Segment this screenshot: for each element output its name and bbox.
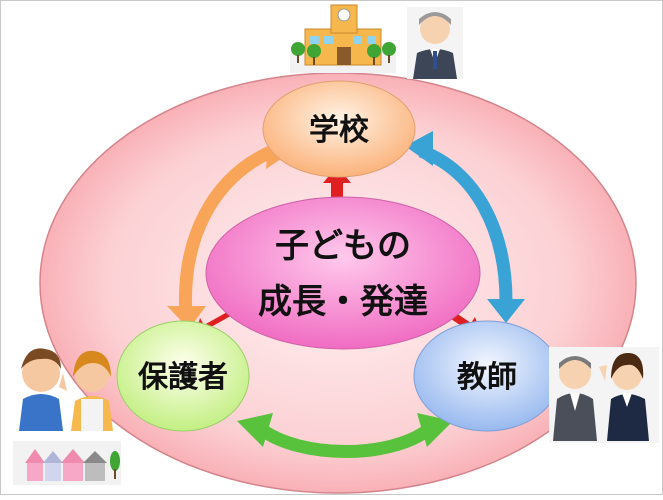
arrow-school-teachers <box>405 131 525 323</box>
parents-label: 保護者 <box>138 360 228 395</box>
child-node <box>205 196 481 350</box>
arrow-parents-teachers <box>237 413 453 458</box>
houses-icon <box>13 441 121 485</box>
teachers-icon <box>549 347 659 443</box>
child-label-line1: 子どもの <box>275 226 411 266</box>
school-label: 学校 <box>309 113 369 148</box>
principal-icon <box>407 7 463 79</box>
child-label-line2: 成長・発達 <box>258 282 428 322</box>
teachers-label: 教師 <box>457 360 517 395</box>
parents-node <box>116 320 250 432</box>
school-node <box>262 80 416 178</box>
parents-icon <box>19 348 113 431</box>
school-building-icon <box>290 4 396 73</box>
